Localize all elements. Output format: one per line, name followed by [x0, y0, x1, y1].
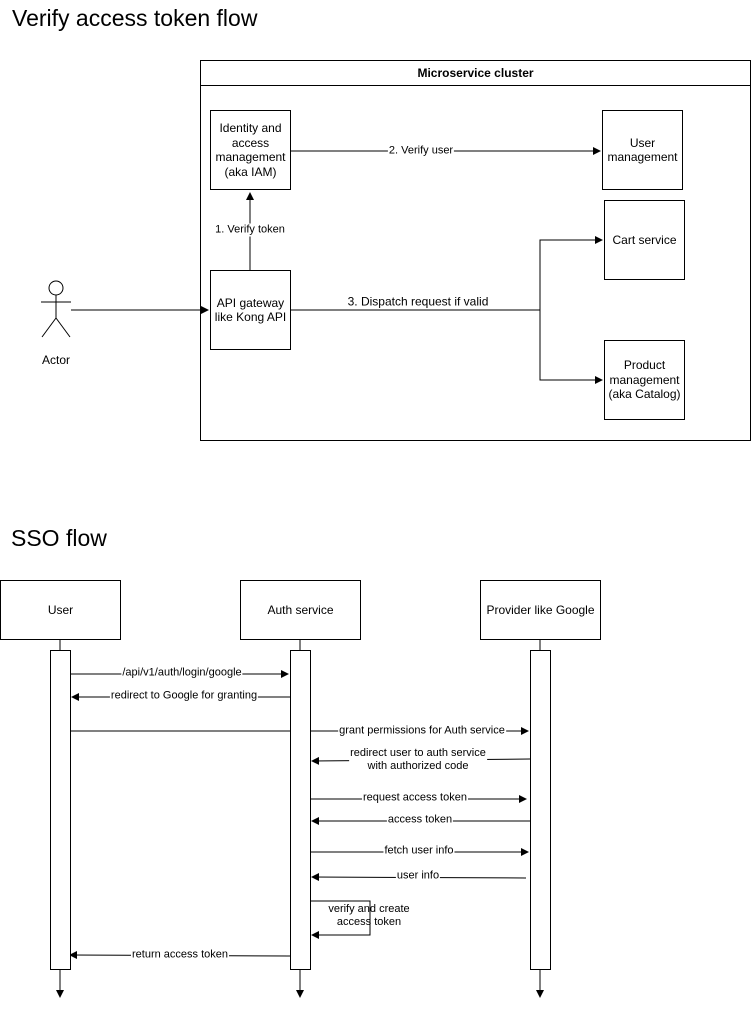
msg-verify-create-label: verify and create access token [328, 903, 410, 928]
actor-figure [41, 280, 71, 338]
participant-provider: Provider like Google [480, 580, 601, 640]
msg-grant-label: grant permissions for Auth service [338, 724, 506, 738]
msg-redirect-google-label: redirect to Google for granting [109, 689, 259, 703]
verify-user-label: 2. Verify user [387, 144, 455, 158]
provider-activation-bar [530, 650, 551, 970]
actor-label: Actor [41, 353, 71, 367]
participant-auth-service: Auth service [240, 580, 361, 640]
cluster-title: Microservice cluster [201, 61, 750, 86]
msg-return-token-label: return access token [131, 948, 229, 962]
msg-verify-create-arrow [310, 900, 371, 939]
api-gateway-node: API gateway like Kong API [210, 270, 291, 350]
auth-activation-bar [290, 650, 311, 970]
msg-redirect-auth-label: redirect user to auth service with autho… [349, 747, 487, 773]
msg-fetch-info-label: fetch user info [383, 844, 455, 858]
msg-access-token-label: access token [386, 813, 454, 827]
msg-login-label: /api/v1/auth/login/google [121, 666, 243, 680]
user-activation-bar [50, 650, 71, 970]
user-management-node: User management [602, 110, 683, 190]
participant-user: User [0, 580, 121, 640]
product-management-node: Product management (aka Catalog) [604, 340, 685, 420]
dispatch-to-cart-edge [539, 236, 603, 310]
msg-user-info-label: user info [395, 869, 441, 883]
cart-service-node: Cart service [604, 200, 685, 280]
sso-flow-title: SSO flow [11, 525, 107, 551]
dispatch-to-product-edge [539, 310, 603, 384]
iam-node: Identity and access management (aka IAM) [210, 110, 291, 190]
verify-token-label: 1. Verify token [214, 223, 286, 237]
dispatch-label: 3. Dispatch request if valid [346, 294, 490, 309]
msg-request-token-label: request access token [362, 791, 468, 805]
verify-flow-title: Verify access token flow [12, 5, 258, 31]
